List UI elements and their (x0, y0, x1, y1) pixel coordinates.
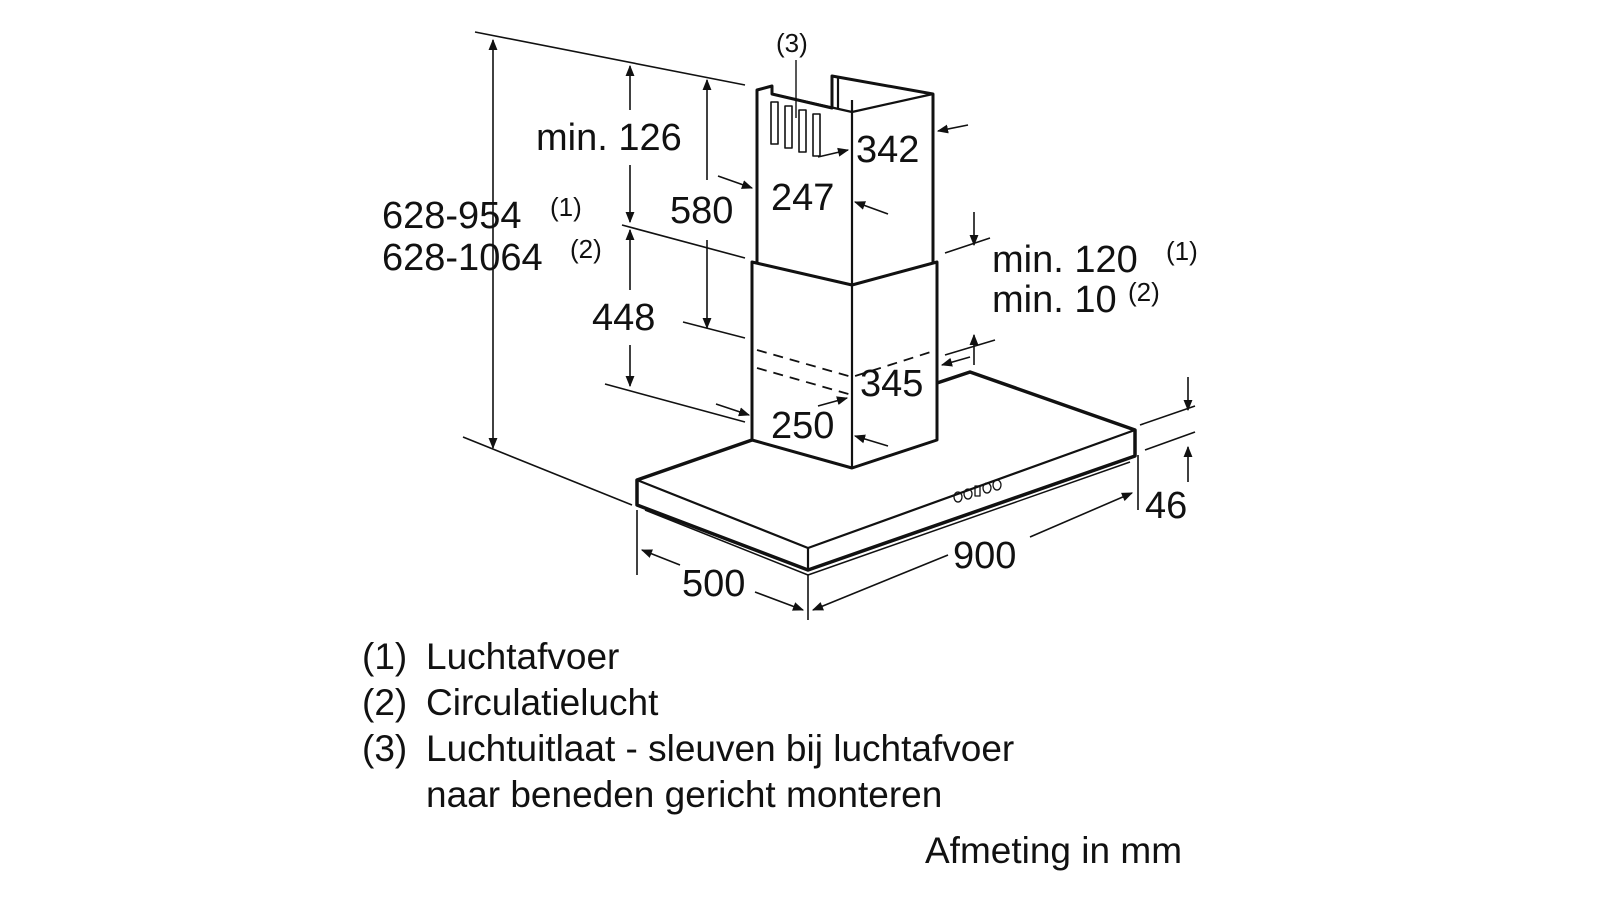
upper-chimney-label: 580 (670, 190, 733, 232)
control-buttons (953, 479, 1002, 503)
air-outlet-slots (770, 101, 821, 157)
upper-chimney (755, 74, 935, 285)
legend-item: (2)Circulatielucht (362, 682, 659, 723)
legend: (1)Luchtafvoer (2)Circulatielucht (3)Luc… (362, 634, 1014, 818)
legend-item: (1)Luchtafvoer (362, 636, 620, 677)
note-1: (1) (550, 192, 582, 222)
top-min-label: min. 126 (536, 117, 682, 159)
total-height-2-label: 628-1064 (382, 237, 543, 279)
upper-depth-label: 342 (856, 129, 919, 171)
note-2: (2) (570, 234, 602, 264)
hood-width-label: 900 (953, 535, 1016, 577)
total-height-1-label: 628-954 (382, 195, 521, 237)
hood-height-label: 46 (1145, 485, 1187, 527)
lower-chimney-label: 448 (592, 297, 655, 339)
ceiling-gap-1-label: min. 120 (992, 239, 1138, 281)
hood-depth-label: 500 (682, 563, 745, 605)
note-1b: (1) (1166, 236, 1198, 266)
outlet-marker-label: (3) (776, 28, 808, 58)
lower-depth-label: 345 (860, 363, 923, 405)
lower-chimney (750, 260, 939, 470)
dimension-arrows (488, 38, 1193, 611)
legend-item: (3)Luchtuitlaat - sleuven bij luchtafvoe… (362, 728, 1015, 769)
unit-note: Afmeting in mm (925, 830, 1183, 871)
dimension-labels: 628-954 (1) 628-1064 (2) min. 126 580 44… (382, 28, 1198, 605)
lower-width-label: 250 (771, 405, 834, 447)
upper-width-label: 247 (771, 177, 834, 219)
note-2b: (2) (1128, 277, 1160, 307)
hood-canopy (635, 370, 1137, 576)
ceiling-gap-2-label: min. 10 (992, 279, 1117, 321)
legend-item: naar beneden gericht monteren (426, 774, 943, 815)
